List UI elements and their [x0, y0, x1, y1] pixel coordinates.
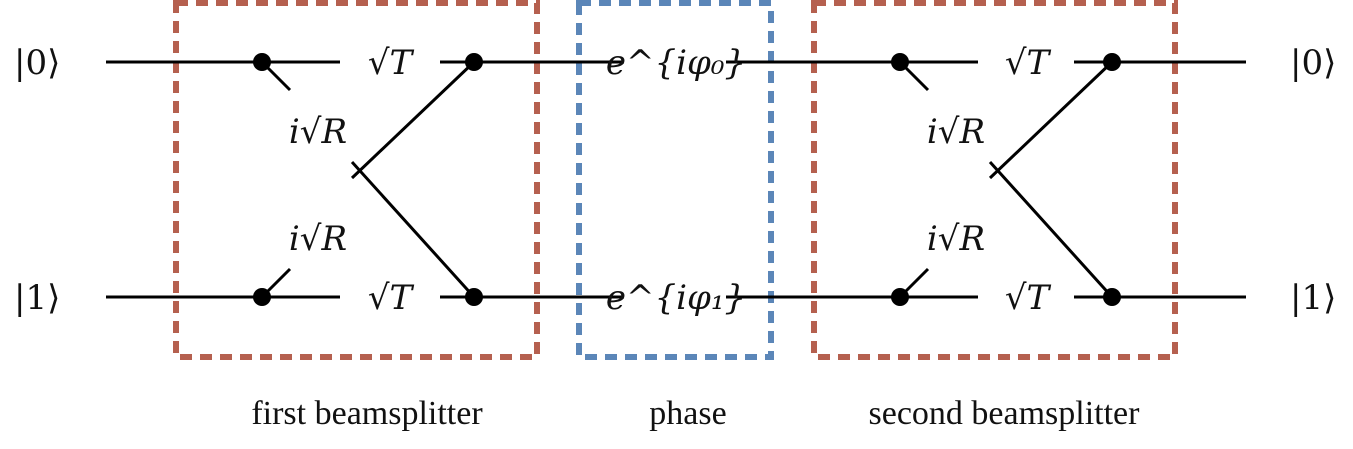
bs1-transmit-top-label: √T — [368, 43, 415, 83]
bs2-cross-down — [988, 160, 1114, 299]
bs2-node-top-left — [891, 53, 909, 71]
bs2-node-bottom-right — [1103, 288, 1121, 306]
second-beamsplitter-caption: second beamsplitter — [869, 395, 1141, 432]
bs2-node-top-right — [1103, 53, 1121, 71]
first-beamsplitter-box — [173, 0, 540, 360]
bs2-reflect-top-label: i√R — [927, 112, 985, 152]
input-ket-top: |0⟩ — [14, 43, 60, 83]
bs2-node-bottom-left — [891, 288, 909, 306]
phase-top-label: e^{iφ₀} — [606, 43, 746, 83]
input-ket-bottom: |1⟩ — [14, 278, 60, 318]
second-beamsplitter-box — [811, 0, 1178, 360]
bs1-reflect-bottom-label: i√R — [289, 219, 347, 259]
output-ket-bottom: |1⟩ — [1290, 278, 1336, 318]
phase-caption: phase — [649, 395, 726, 432]
first-beamsplitter-caption: first beamsplitter — [251, 395, 483, 432]
bs1-transmit-bottom-label: √T — [368, 278, 415, 318]
bs1-node-bottom-left — [253, 288, 271, 306]
bs1-node-bottom-right — [465, 288, 483, 306]
phase-bottom-label: e^{iφ₁} — [606, 278, 746, 318]
bs2-transmit-top-label: √T — [1005, 43, 1052, 83]
bs1-cross-down — [350, 160, 476, 299]
bs1-node-top-left — [253, 53, 271, 71]
bs2-reflect-bottom-label: i√R — [927, 219, 985, 259]
bs1-cross-up — [350, 60, 476, 180]
bs2-transmit-bottom-label: √T — [1005, 278, 1052, 318]
bs1-reflect-top-label: i√R — [289, 112, 347, 152]
output-ket-top: |0⟩ — [1290, 43, 1336, 83]
phase-box — [576, 0, 774, 360]
bs2-cross-up — [988, 60, 1114, 180]
bs1-node-top-right — [465, 53, 483, 71]
